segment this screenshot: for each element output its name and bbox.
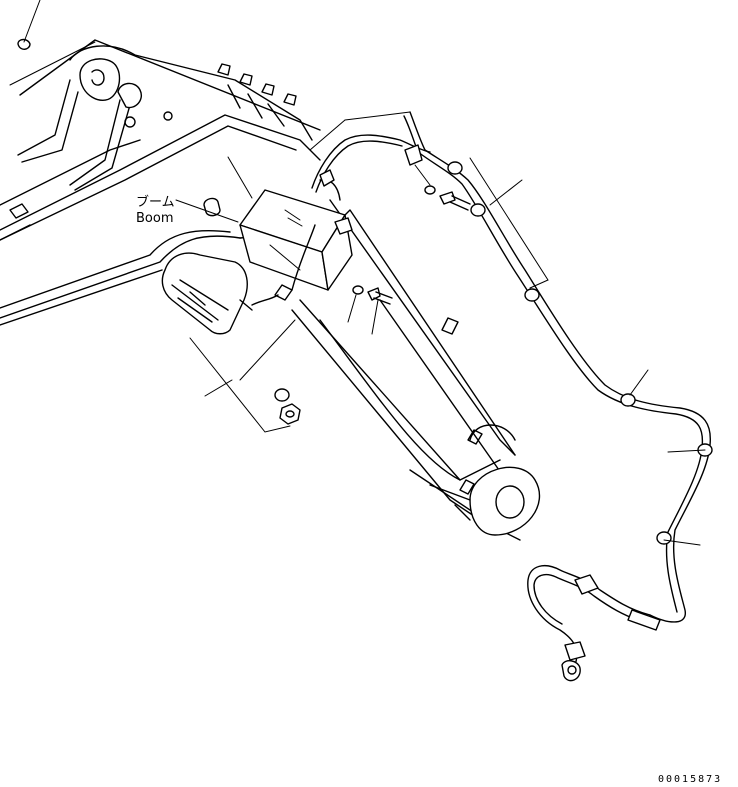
arm-body <box>0 199 521 541</box>
boom-label-jp: ブーム <box>136 194 175 210</box>
boom-label: ブーム Boom <box>136 194 175 226</box>
boom-foot-bracket <box>17 58 173 191</box>
boom-label-en: Boom <box>136 211 174 226</box>
harness-group-box <box>309 111 706 546</box>
lamp-nut-washer <box>189 319 301 433</box>
figure-code: 00015873 <box>658 774 722 785</box>
bolt-top-left <box>17 0 41 50</box>
mount-plate-left <box>0 203 31 241</box>
arm-end-boss <box>429 466 541 536</box>
lamp-bracket-box <box>239 189 353 291</box>
boom-upper-arm <box>0 39 321 241</box>
arm-brackets <box>441 317 483 495</box>
boom-top-bolts <box>217 63 297 127</box>
lamp-connector <box>251 224 316 306</box>
lamp-bolt <box>347 285 393 335</box>
harness-bracket <box>404 144 471 211</box>
harness-clips <box>319 161 713 545</box>
lamp-leaders <box>175 156 253 223</box>
lower-connector <box>527 564 661 682</box>
work-lamp <box>161 252 253 335</box>
